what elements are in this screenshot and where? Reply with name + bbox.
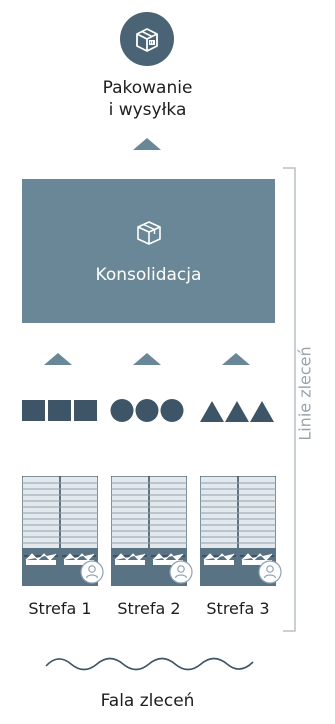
- arrow-up-icon: [44, 353, 72, 365]
- arrow-up-icon: [222, 353, 250, 365]
- circles-icon: [110, 399, 184, 422]
- consolidation-label: Konsolidacja: [95, 265, 202, 285]
- order-lines-label: Linie zleceń: [295, 346, 315, 441]
- package-icon: [136, 28, 158, 52]
- person-icon: [258, 560, 282, 584]
- zone-1-label: Strefa 1: [28, 599, 92, 618]
- squares-icon: [22, 400, 97, 421]
- person-icon: [80, 560, 104, 584]
- wave-icon: [45, 657, 254, 671]
- zone-1-rack: [22, 476, 98, 586]
- order-wave-label: Fala zleceń: [100, 691, 195, 711]
- packing-circle-icon: [120, 12, 174, 66]
- package-outline-icon: [137, 221, 161, 245]
- person-icon: [169, 560, 193, 584]
- packing-title: Pakowanie i wysyłka: [60, 77, 235, 121]
- arrow-up-icon: [133, 353, 161, 365]
- zone-3-label: Strefa 3: [206, 599, 270, 618]
- packing-title-line1: Pakowanie: [102, 78, 193, 98]
- consolidation-box: Konsolidacja: [22, 179, 275, 323]
- triangles-icon: [200, 401, 274, 422]
- zone-3-rack: [200, 476, 276, 586]
- zone-2-label: Strefa 2: [117, 599, 181, 618]
- bracket-line: [283, 167, 296, 632]
- packing-title-line2: i wysyłka: [108, 100, 187, 120]
- arrow-up-icon: [133, 138, 161, 150]
